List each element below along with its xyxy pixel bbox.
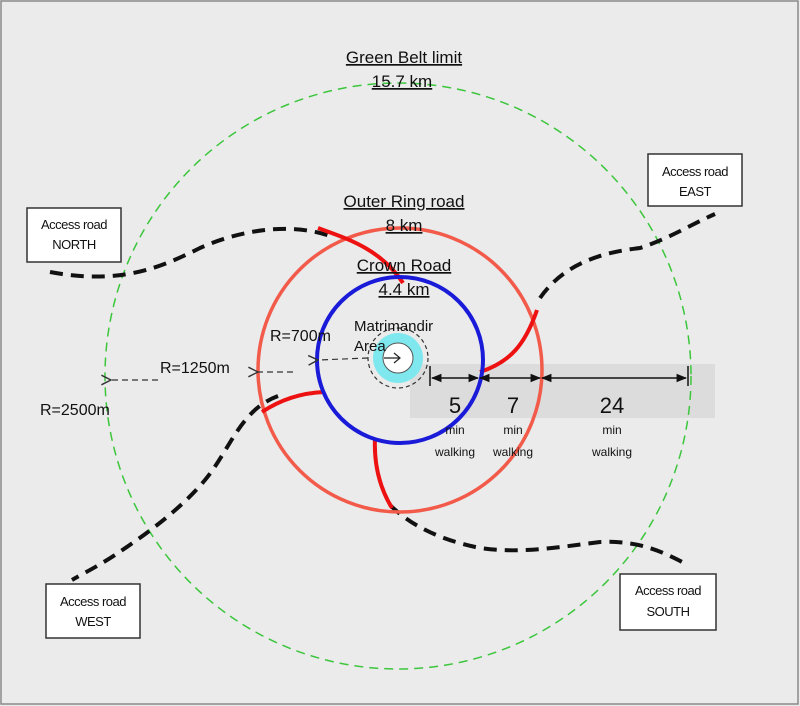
crown-road-title: Crown Road [357,256,452,275]
walk-time-5: 5 [449,393,461,418]
crown-road-length: 4.4 km [378,280,429,299]
radius-arrow-crown [318,358,369,360]
access-road-east-line2: EAST [679,184,712,199]
radius-outer-label: R=1250m [160,360,230,377]
walk-unit-24-min: min [602,423,621,437]
walking-band [410,364,715,418]
access-road-north-path [49,226,331,279]
access-road-north-box: Access road NORTH [26,207,122,263]
red-road-north [317,226,405,285]
walk-time-7: 7 [507,393,519,418]
matrimandir-arrow-icon [384,352,401,364]
radius-green-label: R=2500m [40,402,110,419]
access-road-south-line2: SOUTH [647,604,690,619]
radius-crown-label: R=700m [270,328,331,345]
walk-unit-5-min: min [445,423,464,437]
access-road-west-line2: WEST [75,614,111,629]
access-road-west-line1: Access road [60,594,126,609]
access-road-east-path [538,212,716,300]
green-belt-title: Green Belt limit [346,48,462,67]
walk-unit-5-walking: walking [434,445,475,459]
access-road-east-line1: Access road [662,164,728,179]
access-road-north-line2: NORTH [52,237,96,252]
walk-unit-7-walking: walking [492,445,533,459]
outer-ring-length: 8 km [386,216,423,235]
walk-unit-7-min: min [503,423,522,437]
red-road-west [260,390,325,414]
access-road-south-path [388,503,689,567]
matrimandir-label: Matrimandir [354,318,433,335]
access-road-south-box: Access road SOUTH [619,573,717,631]
access-road-west-box: Access road WEST [45,583,141,639]
walk-unit-24-walking: walking [591,445,632,459]
access-road-east-box: Access road EAST [647,153,743,207]
outer-ring-title: Outer Ring road [344,192,465,211]
green-belt-length: 15.7 km [372,72,432,91]
matrimandir-area-label: Area [354,338,386,355]
access-road-west-path [70,394,279,582]
walk-time-24: 24 [600,393,624,418]
red-road-south [372,437,394,510]
access-road-north-line1: Access road [41,217,107,232]
access-road-south-line1: Access road [635,583,701,598]
red-road-east [479,309,539,374]
